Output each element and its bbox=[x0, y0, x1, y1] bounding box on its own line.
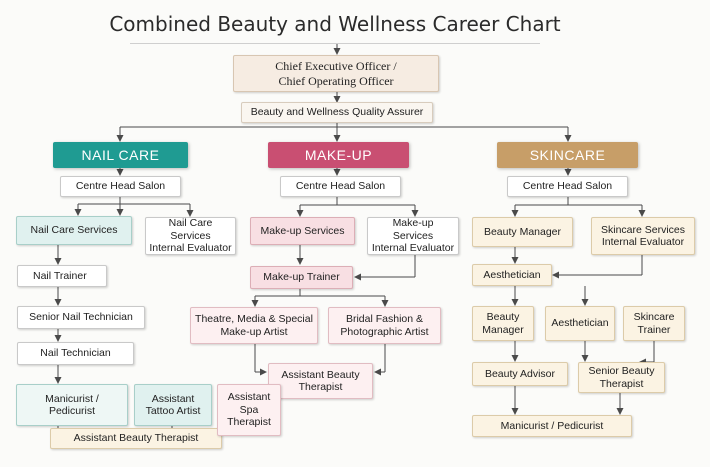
nail-evaluator-box: Nail Care Services Internal Evaluator bbox=[145, 217, 236, 255]
nail-centre-head-box: Centre Head Salon bbox=[60, 176, 181, 197]
chart-title: Combined Beauty and Wellness Career Char… bbox=[109, 12, 561, 36]
beauty-advisor-box: Beauty Advisor bbox=[472, 362, 568, 386]
skincare-header: SKINCARE bbox=[497, 142, 638, 168]
assistant-tattoo-artist-box: Assistant Tattoo Artist bbox=[134, 384, 212, 426]
skincare-trainer-box: Skincare Trainer bbox=[623, 306, 685, 341]
makeup-evaluator-box: Make-up Services Internal Evaluator bbox=[367, 217, 459, 255]
make-up-trainer-box: Make-up Trainer bbox=[250, 266, 353, 289]
senior-nail-technician-box: Senior Nail Technician bbox=[17, 306, 145, 329]
nail-care-header: NAIL CARE bbox=[53, 142, 188, 168]
theatre-media-artist-box: Theatre, Media & Special Make-up Artist bbox=[190, 307, 318, 344]
bridal-fashion-artist-box: Bridal Fashion & Photographic Artist bbox=[328, 307, 441, 344]
skin-centre-head-box: Centre Head Salon bbox=[507, 176, 628, 197]
nail-technician-box: Nail Technician bbox=[17, 342, 134, 365]
senior-beauty-therapist-box: Senior Beauty Therapist bbox=[578, 362, 665, 393]
title-divider bbox=[130, 43, 540, 44]
skincare-evaluator-box: Skincare Services Internal Evaluator bbox=[591, 217, 695, 255]
make-up-header: MAKE-UP bbox=[268, 142, 409, 168]
assistant-spa-therapist-box: Assistant Spa Therapist bbox=[217, 384, 281, 436]
make-up-services-box: Make-up Services bbox=[250, 217, 355, 245]
aesthetician-box: Aesthetician bbox=[472, 264, 552, 286]
makeup-assistant-beauty-therapist-box: Assistant Beauty Therapist bbox=[268, 363, 373, 399]
skin-manicurist-pedicurist-box: Manicurist / Pedicurist bbox=[472, 415, 632, 437]
nail-trainer-box: Nail Trainer bbox=[17, 265, 107, 287]
manicurist-pedicurist-box: Manicurist / Pedicurist bbox=[16, 384, 128, 426]
quality-assurer-box: Beauty and Wellness Quality Assurer bbox=[241, 102, 433, 123]
makeup-centre-head-box: Centre Head Salon bbox=[280, 176, 401, 197]
beauty-manager-lower-box: Beauty Manager bbox=[472, 306, 534, 341]
ceo-coo-box: Chief Executive Officer / Chief Operatin… bbox=[233, 55, 439, 92]
aesthetician-lower-box: Aesthetician bbox=[545, 306, 615, 341]
nail-assistant-beauty-therapist-box: Assistant Beauty Therapist bbox=[50, 428, 222, 449]
beauty-manager-box: Beauty Manager bbox=[472, 217, 573, 247]
nail-care-services-box: Nail Care Services bbox=[16, 216, 132, 245]
